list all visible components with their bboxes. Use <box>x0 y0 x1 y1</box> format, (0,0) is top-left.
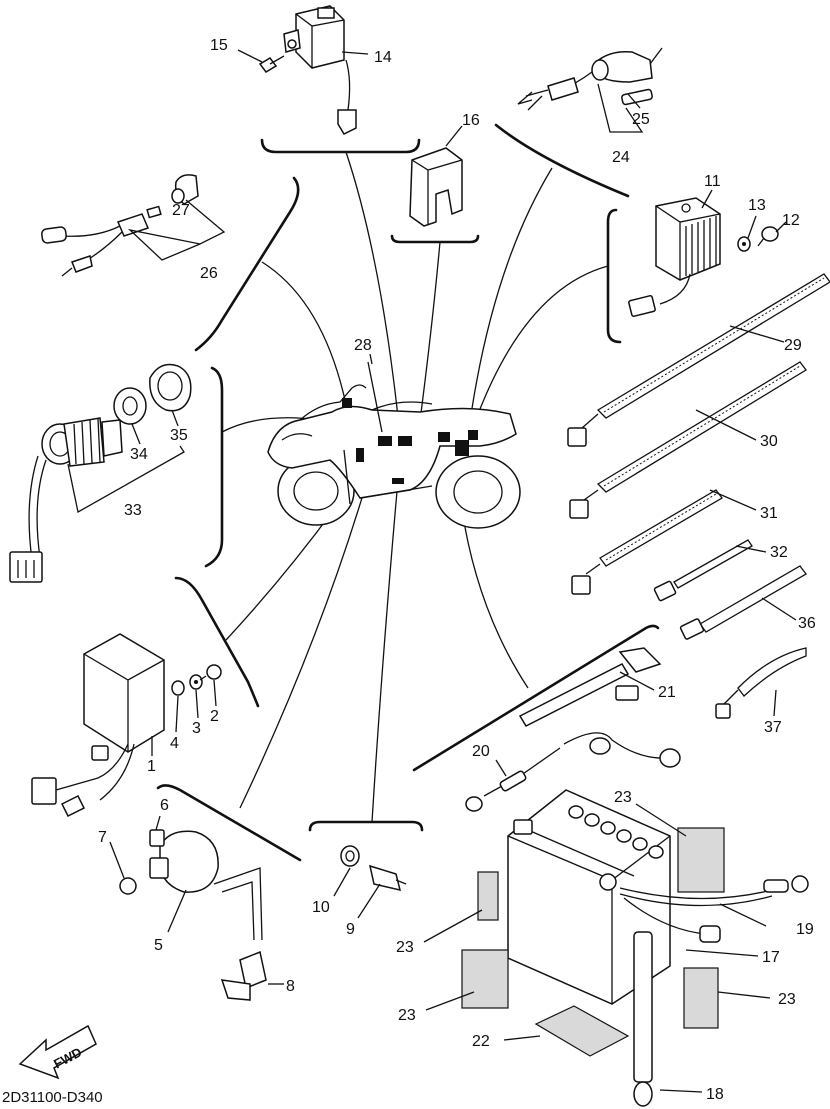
part-23-pads <box>461 827 725 1029</box>
callout-37: 37 <box>764 719 782 736</box>
callout-13: 13 <box>748 197 766 214</box>
callout-1: 1 <box>147 758 156 775</box>
callout-31: 31 <box>760 505 778 522</box>
part-33-main-switch <box>9 417 123 583</box>
callout-11: 11 <box>704 173 721 190</box>
part-4-collar <box>171 680 185 696</box>
part-22-pad <box>534 1005 630 1057</box>
part-20-fuse <box>465 732 681 812</box>
part-24-starter-switch <box>517 47 663 111</box>
part-10-washer <box>340 845 360 867</box>
callout-23a: 23 <box>614 789 632 806</box>
part-15-bolt <box>258 55 285 73</box>
part-1-cdi-unit <box>31 633 165 818</box>
part-5-ignition-coil <box>149 830 267 1001</box>
callout-9: 9 <box>346 921 355 938</box>
part-29-cable-tie <box>567 273 830 447</box>
callout-23b: 23 <box>396 939 414 956</box>
fwd-arrow-icon: FWD <box>18 1024 97 1080</box>
part-11-rectifier-regulator <box>628 197 721 317</box>
callout-21: 21 <box>658 684 676 701</box>
part-36-cable-tie <box>679 565 807 640</box>
part-7-screw <box>119 877 137 895</box>
part-19-lead <box>619 875 809 943</box>
callout-28: 28 <box>354 337 372 354</box>
callout-23d: 23 <box>398 1007 416 1024</box>
part-32-cable-tie <box>653 539 753 602</box>
part-12-screw <box>757 226 779 247</box>
part-21-fuse-holder <box>518 647 662 727</box>
callout-22: 22 <box>472 1033 490 1050</box>
part-27-boot <box>146 174 199 219</box>
callout-labels: 14 15 16 25 24 11 13 12 27 26 29 28 30 3… <box>98 37 816 1103</box>
callout-16: 16 <box>462 112 480 129</box>
callout-34: 34 <box>130 446 148 463</box>
callout-36: 36 <box>798 615 816 632</box>
part-13-washer <box>737 236 751 252</box>
part-18-breather-pipe <box>633 931 653 1107</box>
callout-4: 4 <box>170 735 179 752</box>
callout-18: 18 <box>706 1086 724 1103</box>
part-30-cable-tie <box>569 361 807 519</box>
callout-30: 30 <box>760 433 778 450</box>
atv-vehicle <box>267 361 521 529</box>
part-26-thermo-lead <box>41 213 150 277</box>
callout-7: 7 <box>98 829 107 846</box>
callout-2: 2 <box>210 708 219 725</box>
callout-6: 6 <box>160 797 169 814</box>
callout-8: 8 <box>286 978 295 995</box>
part-6-screw <box>149 829 165 847</box>
part-9-neutral-switch <box>368 864 407 892</box>
callout-32: 32 <box>770 544 788 561</box>
callout-3: 3 <box>192 720 201 737</box>
part-14-relay <box>283 5 357 135</box>
callout-leaders <box>67 49 797 1093</box>
diagram-code: 2D31100-D340 <box>2 1089 103 1106</box>
callout-25: 25 <box>632 111 650 128</box>
callout-17: 17 <box>762 949 780 966</box>
callout-15: 15 <box>210 37 228 54</box>
group-brackets <box>156 123 660 862</box>
callout-35: 35 <box>170 427 188 444</box>
part-35-cover <box>149 363 192 412</box>
callout-29: 29 <box>784 337 802 354</box>
part-2-bolt <box>199 664 222 681</box>
callout-5: 5 <box>154 937 163 954</box>
part-16-cover <box>409 147 463 227</box>
callout-19: 19 <box>796 921 814 938</box>
part-17-battery <box>507 789 671 1005</box>
part-34-nut <box>113 387 147 425</box>
callout-33: 33 <box>124 502 142 519</box>
callout-23c: 23 <box>778 991 796 1008</box>
callout-27: 27 <box>172 202 190 219</box>
callout-12: 12 <box>782 212 800 229</box>
callout-26: 26 <box>200 265 218 282</box>
callout-14: 14 <box>374 49 392 66</box>
callout-10: 10 <box>312 899 330 916</box>
part-31-cable-tie <box>571 489 723 595</box>
callout-20: 20 <box>472 743 490 760</box>
part-3-washer <box>189 674 203 690</box>
part-25-fuse <box>621 88 653 106</box>
callout-24: 24 <box>612 149 630 166</box>
part-37-cable-tie <box>715 647 807 719</box>
